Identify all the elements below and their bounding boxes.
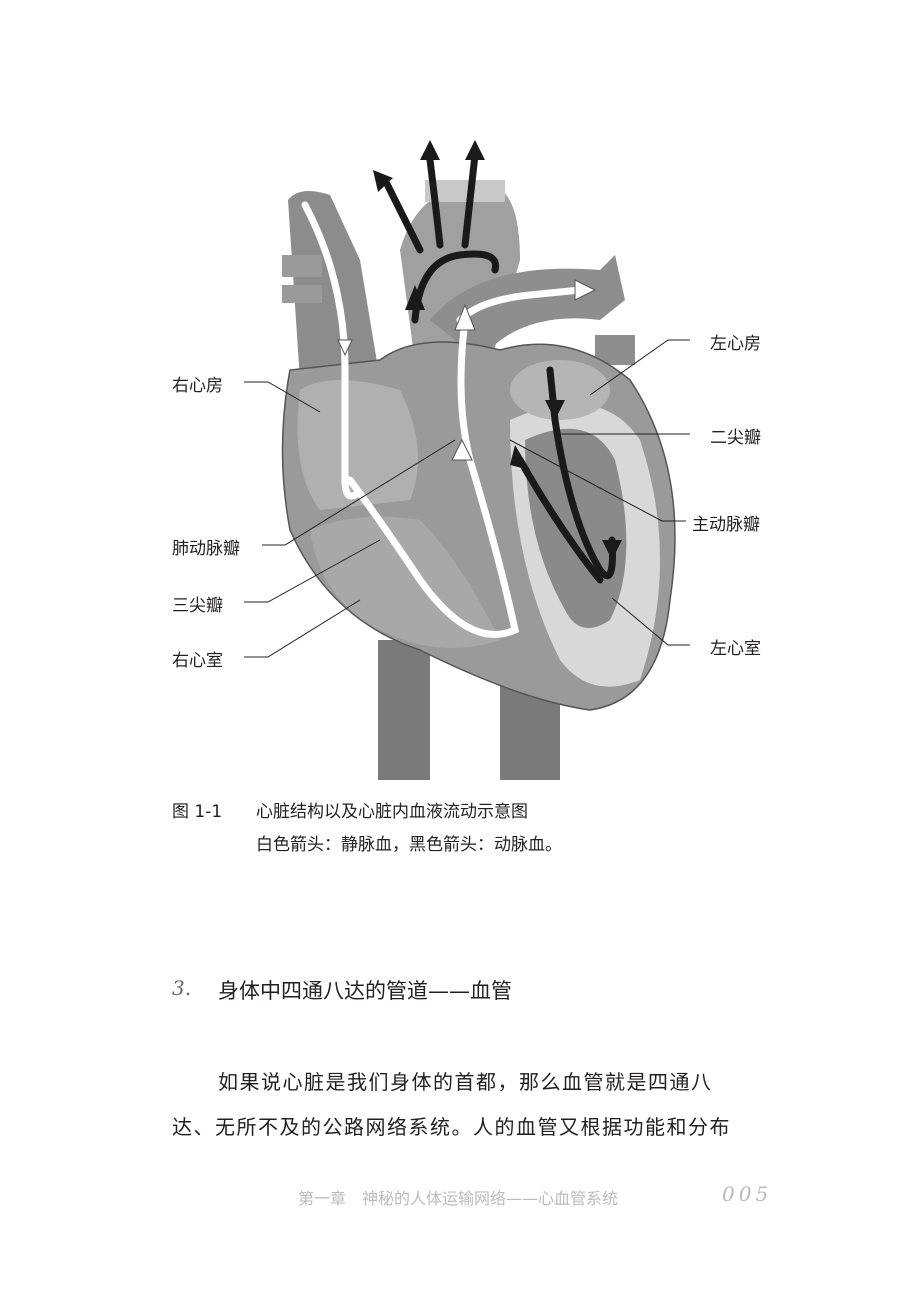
section-title: 身体中四通八达的管道——血管 <box>218 979 512 1003</box>
label-tricuspid-valve: 三尖瓣 <box>172 596 223 616</box>
inferior-vessel-left <box>378 640 430 780</box>
label-left-ventricle: 左心室 <box>710 639 761 659</box>
right-atrium-chamber <box>297 380 418 510</box>
label-right-ventricle: 右心室 <box>172 651 223 671</box>
heart-diagram <box>244 140 690 780</box>
figure-caption-title: 心脏结构以及心脏内血液流动示意图 <box>256 802 528 822</box>
running-title: 第一章 神秘的人体运输网络——心血管系统 <box>298 1189 619 1208</box>
paragraph-line-1: 如果说心脏是我们身体的首都，那么血管就是四通八 <box>218 1070 713 1094</box>
label-aortic-valve: 主动脉瓣 <box>692 515 760 535</box>
label-pulmonary-valve: 肺动脉瓣 <box>172 539 240 559</box>
page-number: 005 <box>722 1182 773 1206</box>
arterial-flow-arrows <box>381 151 616 584</box>
left-atrium-chamber <box>510 360 610 420</box>
label-mitral-valve: 二尖瓣 <box>710 428 761 448</box>
leader-lines <box>244 339 690 658</box>
figure-number: 图 1-1 <box>172 802 223 822</box>
section-number: 3. <box>172 976 192 1000</box>
paragraph-line-2: 达、无所不及的公路网络系统。人的血管又根据功能和分布 <box>172 1115 731 1139</box>
label-left-atrium: 左心房 <box>710 334 761 354</box>
figure-caption-note: 白色箭头：静脉血，黑色箭头：动脉血。 <box>256 835 562 855</box>
label-right-atrium: 右心房 <box>172 376 223 396</box>
